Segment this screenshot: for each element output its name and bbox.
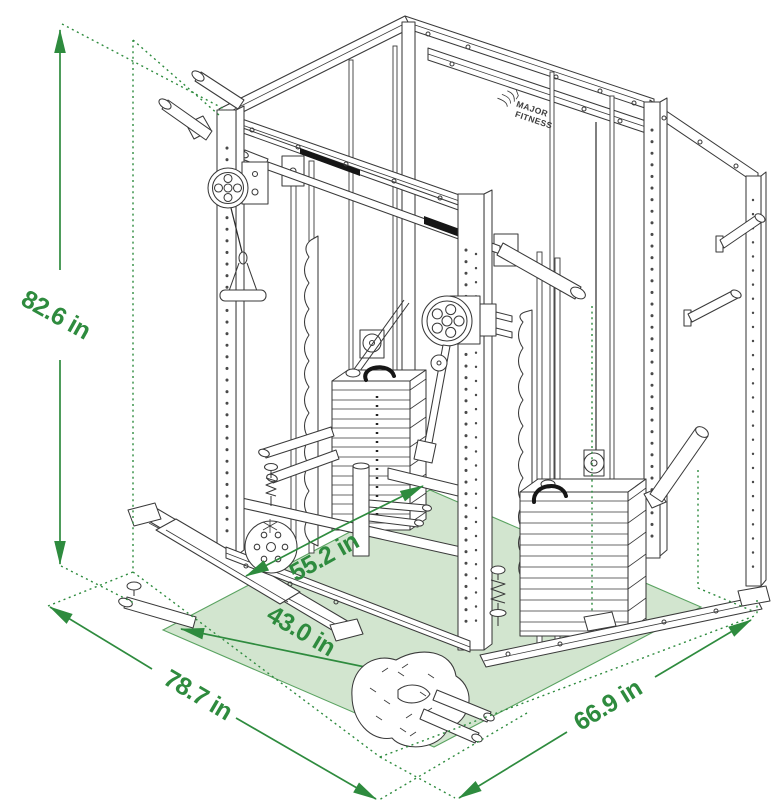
eagle-logo-icon bbox=[497, 89, 519, 107]
height-dimension: 82.6 in bbox=[17, 29, 96, 565]
pop-pin-icon bbox=[489, 565, 507, 626]
width-label: 78.7 in bbox=[159, 664, 237, 726]
height-label: 82.6 in bbox=[17, 285, 96, 346]
depth-label: 66.9 in bbox=[569, 674, 647, 737]
adjustment-knob-icon bbox=[126, 581, 142, 591]
left-weight-stack bbox=[331, 380, 411, 531]
bar-holder-peg bbox=[432, 689, 492, 723]
smith-bar bbox=[238, 149, 586, 498]
foot-plate bbox=[351, 651, 495, 748]
landmine-handle bbox=[643, 426, 709, 509]
base-rails bbox=[223, 493, 771, 668]
bar-storage-handle bbox=[194, 71, 245, 110]
plate-storage-upright bbox=[683, 171, 767, 587]
smith-bar-sleeve bbox=[496, 242, 582, 300]
pop-pin-icon bbox=[263, 462, 279, 506]
left-cable-guide-wave bbox=[303, 235, 319, 547]
row-handle-icon bbox=[219, 289, 267, 302]
front-right-pulley bbox=[413, 295, 481, 464]
top-frame bbox=[218, 15, 759, 186]
right-weight-stack-tower bbox=[517, 71, 647, 647]
machine-line-art: MAJOR FITNESS bbox=[118, 15, 771, 748]
front-right-upright bbox=[457, 189, 513, 651]
bar-storage-handle bbox=[161, 99, 213, 141]
dip-handle-icon bbox=[262, 426, 335, 459]
bar-holder-peg bbox=[419, 708, 480, 744]
rear-right-upright bbox=[643, 97, 668, 559]
front-base-beam bbox=[225, 426, 471, 653]
weight-horn-icon bbox=[687, 289, 739, 323]
bounding-box-dotted-lines bbox=[47, 23, 758, 801]
front-left-pulley bbox=[207, 161, 269, 302]
bolt-details bbox=[243, 31, 739, 657]
